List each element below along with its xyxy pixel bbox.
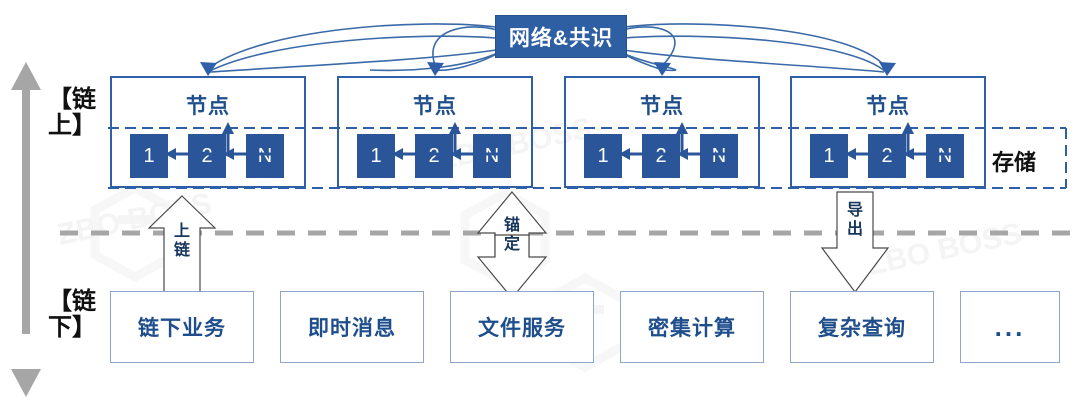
service-label: 密集计算 <box>648 317 736 340</box>
chain-link-arrowhead <box>165 148 176 160</box>
consensus-curve <box>209 49 497 73</box>
network-consensus-label: 网络&共识 <box>508 26 614 50</box>
consensus-curve <box>623 23 889 71</box>
chain-link-arrowhead <box>392 148 403 160</box>
node-box-1[interactable]: 节点 1 2 N <box>110 76 306 188</box>
node-block: 1 <box>584 134 622 178</box>
consensus-arrowhead <box>879 62 896 76</box>
chain-link-arrowhead <box>902 122 914 134</box>
flow-label-up-chain: 上 链 <box>173 223 190 259</box>
service-label: 文件服务 <box>478 317 566 340</box>
node-title: 节点 <box>413 95 457 118</box>
service-box-offchain-business[interactable]: 链下业务 <box>110 291 254 363</box>
consensus-arrowhead <box>654 62 671 76</box>
axis-arrow-head-down <box>11 369 41 397</box>
node-block: 1 <box>357 134 395 178</box>
flow-arrow-export <box>820 191 890 293</box>
watermark-hexagon-bar <box>118 215 154 224</box>
watermark-hexagon <box>460 187 550 288</box>
node-title: 节点 <box>640 95 684 118</box>
service-box-file-service[interactable]: 文件服务 <box>450 291 594 363</box>
service-label: 即时消息 <box>308 317 396 340</box>
service-box-instant-message[interactable]: 即时消息 <box>280 291 424 363</box>
consensus-arrowhead <box>427 62 444 76</box>
node-block: 1 <box>810 134 848 178</box>
node-block: N <box>926 134 964 178</box>
node-title: 节点 <box>866 95 910 118</box>
consensus-curve <box>623 49 885 73</box>
node-box-2[interactable]: 节点 1 2 N <box>337 76 533 188</box>
node-block: 2 <box>188 134 226 178</box>
node-block: 1 <box>130 134 168 178</box>
consensus-curve <box>432 26 498 69</box>
service-label: ... <box>994 311 1026 342</box>
flow-arrow-anchor-down <box>476 234 548 299</box>
flow-label-anchor: 锚 定 <box>503 217 520 253</box>
chain-link-arrowhead <box>845 148 856 160</box>
axis-arrow-shaft <box>22 82 30 334</box>
service-label: 链下业务 <box>138 317 226 340</box>
service-box-more[interactable]: ... <box>960 291 1060 363</box>
consensus-curve <box>369 51 501 72</box>
service-box-complex-query[interactable]: 复杂查询 <box>790 291 934 363</box>
flow-label-export: 导 出 <box>846 202 863 238</box>
chain-link-arrowhead <box>676 122 688 134</box>
consensus-curve <box>622 26 676 69</box>
axis-arrow-head-up <box>11 62 41 90</box>
consensus-curve <box>207 35 497 73</box>
consensus-arrowhead <box>200 62 217 76</box>
network-consensus-box[interactable]: 网络&共识 <box>495 15 627 58</box>
service-box-intensive-compute[interactable]: 密集计算 <box>620 291 764 363</box>
chain-link-arrowhead <box>222 122 234 134</box>
storage-label: 存储 <box>992 151 1037 176</box>
consensus-curve <box>623 35 887 73</box>
node-title: 节点 <box>186 95 230 118</box>
service-label: 复杂查询 <box>818 317 906 340</box>
node-box-3[interactable]: 节点 1 2 N <box>564 76 760 188</box>
chain-link-arrowhead <box>449 122 461 134</box>
chain-link-arrowhead <box>619 148 630 160</box>
consensus-curve <box>205 23 497 71</box>
